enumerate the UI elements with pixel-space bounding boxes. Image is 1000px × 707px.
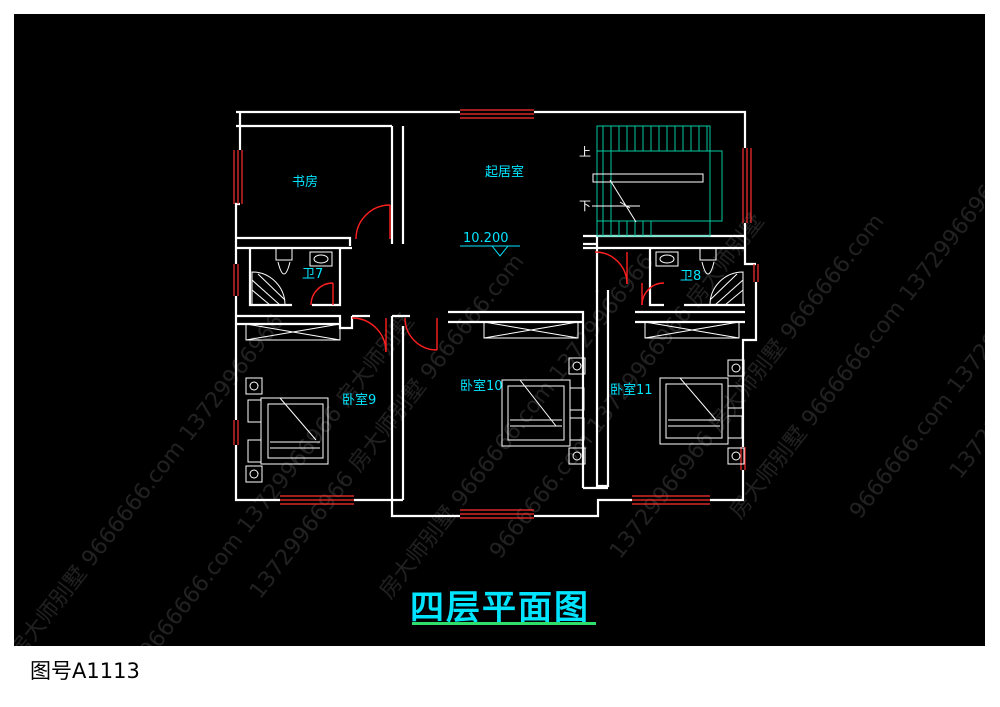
stair-up-label: 上 bbox=[579, 145, 591, 159]
room-label-bath-8: 卫8 bbox=[680, 269, 701, 284]
drawing-number: 图号A1113 bbox=[30, 659, 140, 683]
plan-title: 四层平面图 bbox=[410, 588, 590, 628]
room-label-living: 起居室 bbox=[485, 164, 524, 180]
title-underline bbox=[412, 622, 596, 625]
elevation-label: 10.200 bbox=[463, 231, 509, 246]
room-label-bedroom-9: 卧室9 bbox=[342, 392, 376, 408]
beds bbox=[245, 357, 745, 483]
wardrobes bbox=[245, 321, 740, 341]
stair-down-label: 下 bbox=[579, 199, 591, 213]
windows bbox=[233, 109, 759, 519]
bath-fixtures bbox=[251, 247, 744, 306]
room-label-bedroom-11: 卧室11 bbox=[610, 382, 653, 398]
elevation-marker bbox=[460, 245, 520, 257]
doors bbox=[310, 204, 665, 353]
room-label-bath-7: 卫7 bbox=[302, 267, 323, 282]
room-label-study: 书房 bbox=[292, 174, 318, 190]
floor-plan-drawing: 房大师别墅 9666666.com 137299669669666666.com… bbox=[14, 109, 985, 646]
staircase bbox=[592, 125, 723, 237]
room-label-bedroom-10: 卧室10 bbox=[460, 378, 503, 394]
